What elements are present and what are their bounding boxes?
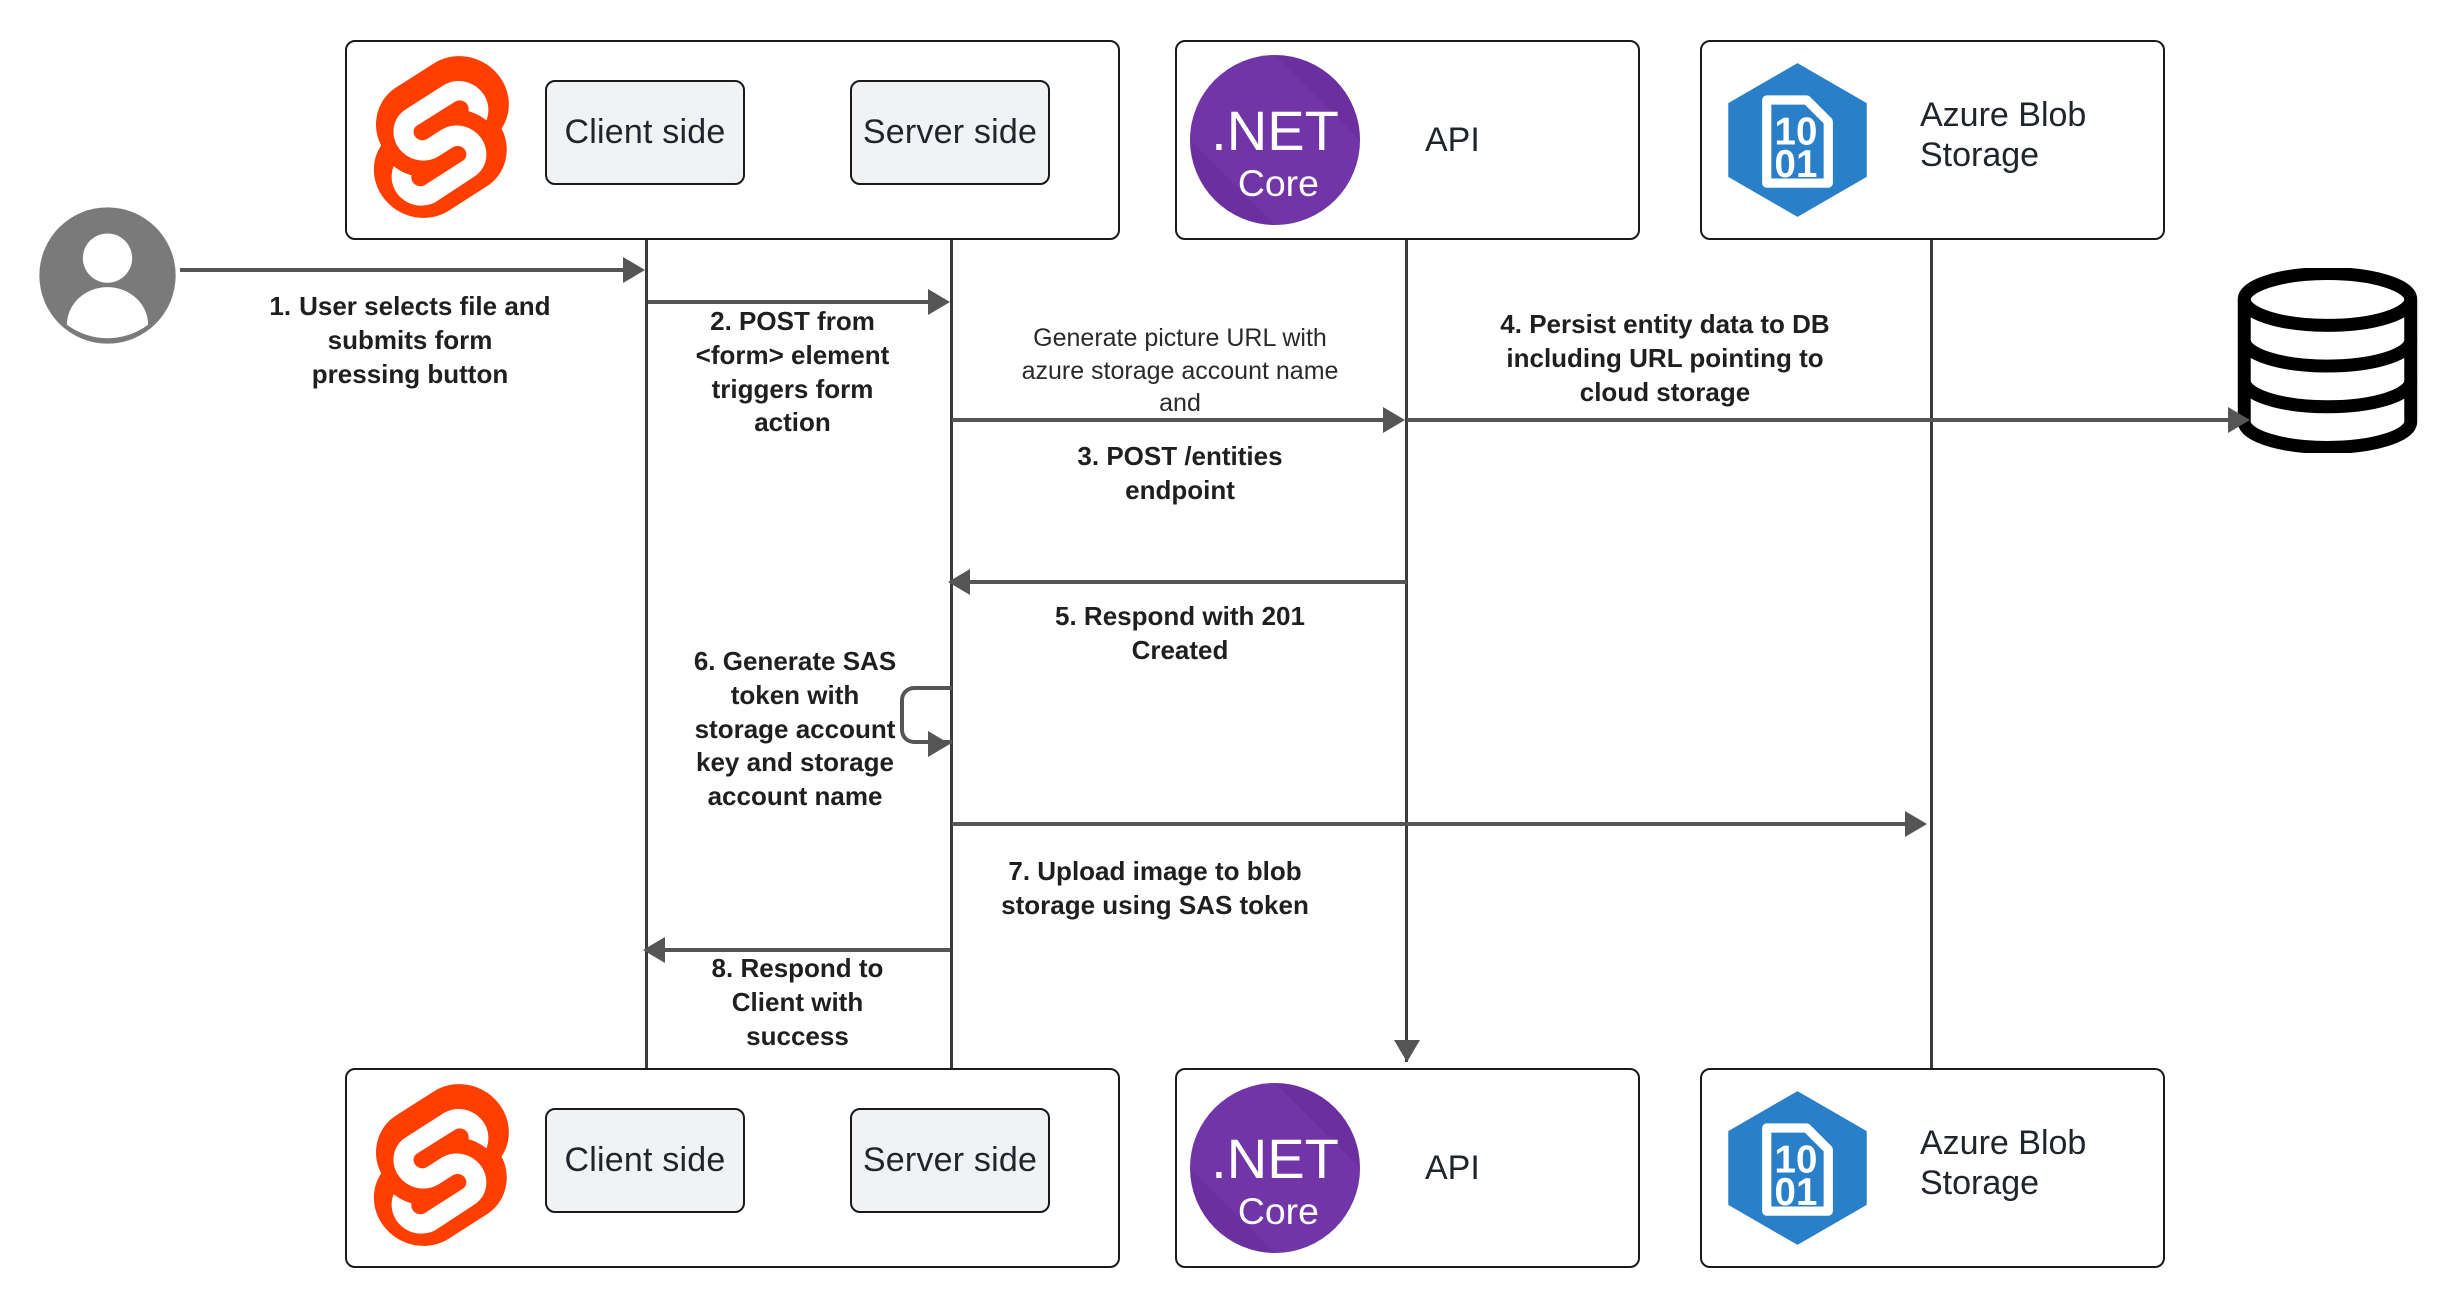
svelte-logo-icon bbox=[365, 55, 515, 225]
arrow-head-m6 bbox=[928, 731, 950, 757]
generate-url-line1: Generate picture URL with bbox=[1033, 324, 1327, 352]
participant-group-blob-top[interactable] bbox=[1700, 40, 2165, 240]
participant-box-client-side-bottom[interactable]: Client side bbox=[545, 1108, 745, 1213]
message-label-m8: 8. Respond to Client with success bbox=[650, 952, 945, 1053]
svg-text:.NET: .NET bbox=[1211, 1127, 1339, 1190]
arrow-head-m4 bbox=[2228, 407, 2250, 433]
blob-label-line2-bottom: Storage bbox=[1920, 1164, 2040, 1203]
dotnet-core-logo-icon-bottom: .NET Core bbox=[1190, 1083, 1360, 1253]
blob-label-line2: Storage bbox=[1920, 136, 2040, 175]
message-text-m8-line3: success bbox=[746, 1020, 849, 1051]
blob-label-line1-bottom: Azure Blob bbox=[1920, 1124, 2087, 1162]
participant-box-server-side-bottom[interactable]: Server side bbox=[850, 1108, 1050, 1213]
message-text-m4-line1: 4. Persist entity data to DB bbox=[1500, 309, 1830, 339]
svelte-logo-icon-bottom bbox=[365, 1083, 515, 1253]
svg-text:Core: Core bbox=[1238, 162, 1319, 204]
message-label-m4: 4. Persist entity data to DB including U… bbox=[1410, 308, 1920, 409]
participant-label-server-side-top: Server side bbox=[862, 113, 1038, 151]
message-text-m5-line2: Created bbox=[1131, 634, 1229, 665]
database-cylinder-icon bbox=[2235, 267, 2420, 454]
svg-text:Core: Core bbox=[1238, 1190, 1319, 1232]
azure-blob-storage-icon-top: 10 01 bbox=[1720, 60, 1875, 220]
arrow-head-m5 bbox=[948, 569, 970, 595]
message-label-m6: 6. Generate SAS token with storage accou… bbox=[645, 645, 945, 814]
message-text-m6-line4: key and storage bbox=[696, 747, 894, 778]
message-label-generate-url: Generate picture URL with azure storage … bbox=[955, 322, 1405, 420]
message-label-m2: 2. POST from <form> element triggers for… bbox=[640, 305, 945, 440]
message-text-m5-line1: 5. Respond with 201 bbox=[1055, 601, 1305, 631]
arrow-line-m1 bbox=[180, 268, 625, 272]
message-text-m7-line2: storage using SAS token bbox=[1001, 889, 1309, 920]
lifeline-blob bbox=[1930, 240, 1933, 1070]
message-text-m1-line2: submits form bbox=[327, 324, 493, 355]
message-text-m3-line1: 3. POST /entities bbox=[1077, 441, 1283, 471]
generate-url-line2: azure storage account name bbox=[1021, 356, 1339, 385]
svg-text:10: 10 bbox=[1775, 1139, 1818, 1182]
message-label-m1: 1. User selects file and submits form pr… bbox=[200, 290, 620, 391]
participant-label-client-side-bottom: Client side bbox=[564, 1141, 726, 1179]
message-label-m7: 7. Upload image to blob storage using SA… bbox=[975, 855, 1335, 923]
svg-text:.NET: .NET bbox=[1211, 99, 1339, 162]
lifeline-api bbox=[1405, 240, 1408, 1062]
message-text-m3-line2: endpoint bbox=[1125, 474, 1235, 505]
arrow-head-m3 bbox=[1383, 407, 1405, 433]
arrow-line-m5 bbox=[970, 580, 1407, 584]
arrow-head-m2 bbox=[928, 289, 950, 315]
message-text-m2-line3: triggers form bbox=[711, 373, 874, 404]
azure-blob-storage-icon-bottom: 10 01 bbox=[1720, 1088, 1875, 1248]
arrow-head-m7 bbox=[1905, 811, 1927, 837]
message-text-m6-line1: 6. Generate SAS bbox=[693, 646, 897, 676]
participant-box-client-side-top[interactable]: Client side bbox=[545, 80, 745, 185]
self-message-loop-m6 bbox=[900, 686, 952, 744]
participant-box-server-side-top[interactable]: Server side bbox=[850, 80, 1050, 185]
lifeline-server-side bbox=[950, 240, 953, 1070]
svg-text:01: 01 bbox=[1775, 143, 1818, 186]
message-text-m4-line2: including URL pointing to bbox=[1506, 342, 1824, 373]
message-text-m8-line2: Client with bbox=[731, 986, 864, 1017]
participant-label-api-bottom: API bbox=[1425, 1149, 1480, 1187]
arrow-head-m1 bbox=[623, 257, 645, 283]
arrow-line-m8 bbox=[665, 948, 950, 952]
user-avatar-icon bbox=[35, 203, 180, 348]
message-number-m1: 1. bbox=[269, 291, 292, 321]
dotnet-core-logo-icon-top: .NET Core bbox=[1190, 55, 1360, 225]
arrow-line-m4 bbox=[1407, 418, 2232, 422]
message-text-m7-line1: 7. Upload image to blob bbox=[1008, 856, 1302, 886]
message-text-m6-line3: storage account bbox=[694, 713, 896, 744]
message-text-m2-line1: 2. POST from bbox=[710, 306, 875, 336]
arrow-line-m7 bbox=[952, 822, 1908, 826]
message-text-m1-line3: pressing button bbox=[311, 358, 509, 389]
message-label-m3: 3. POST /entities endpoint bbox=[955, 440, 1405, 508]
generate-url-line3: and bbox=[1159, 389, 1201, 417]
arrow-line-m3 bbox=[952, 418, 1384, 422]
message-text-m2-line4: action bbox=[754, 407, 831, 438]
blob-label-line1: Azure Blob bbox=[1920, 96, 2087, 134]
arrow-line-m2 bbox=[648, 300, 930, 304]
participant-label-api-top: API bbox=[1425, 121, 1480, 159]
arrow-head-m8 bbox=[643, 937, 665, 963]
participant-label-server-side-bottom: Server side bbox=[862, 1141, 1038, 1179]
participant-label-blob-top: Azure Blob Storage bbox=[1920, 95, 2150, 175]
participant-label-blob-bottom: Azure Blob Storage bbox=[1920, 1123, 2150, 1203]
arrow-head-api-terminate bbox=[1394, 1040, 1420, 1062]
message-text-m8-line1: 8. Respond to bbox=[711, 953, 884, 983]
message-text-m6-line2: token with bbox=[730, 679, 860, 710]
svg-text:10: 10 bbox=[1775, 111, 1818, 154]
svg-text:01: 01 bbox=[1775, 1171, 1818, 1214]
lifeline-client-side bbox=[645, 240, 648, 1070]
participant-label-client-side-top: Client side bbox=[564, 113, 726, 151]
message-text-m1-line1: User selects file and bbox=[299, 291, 551, 321]
message-text-m4-line3: cloud storage bbox=[1579, 376, 1751, 407]
message-label-m5: 5. Respond with 201 Created bbox=[955, 600, 1405, 668]
message-text-m6-line5: account name bbox=[707, 781, 883, 812]
message-text-m2-line2: <form> element bbox=[695, 339, 890, 370]
